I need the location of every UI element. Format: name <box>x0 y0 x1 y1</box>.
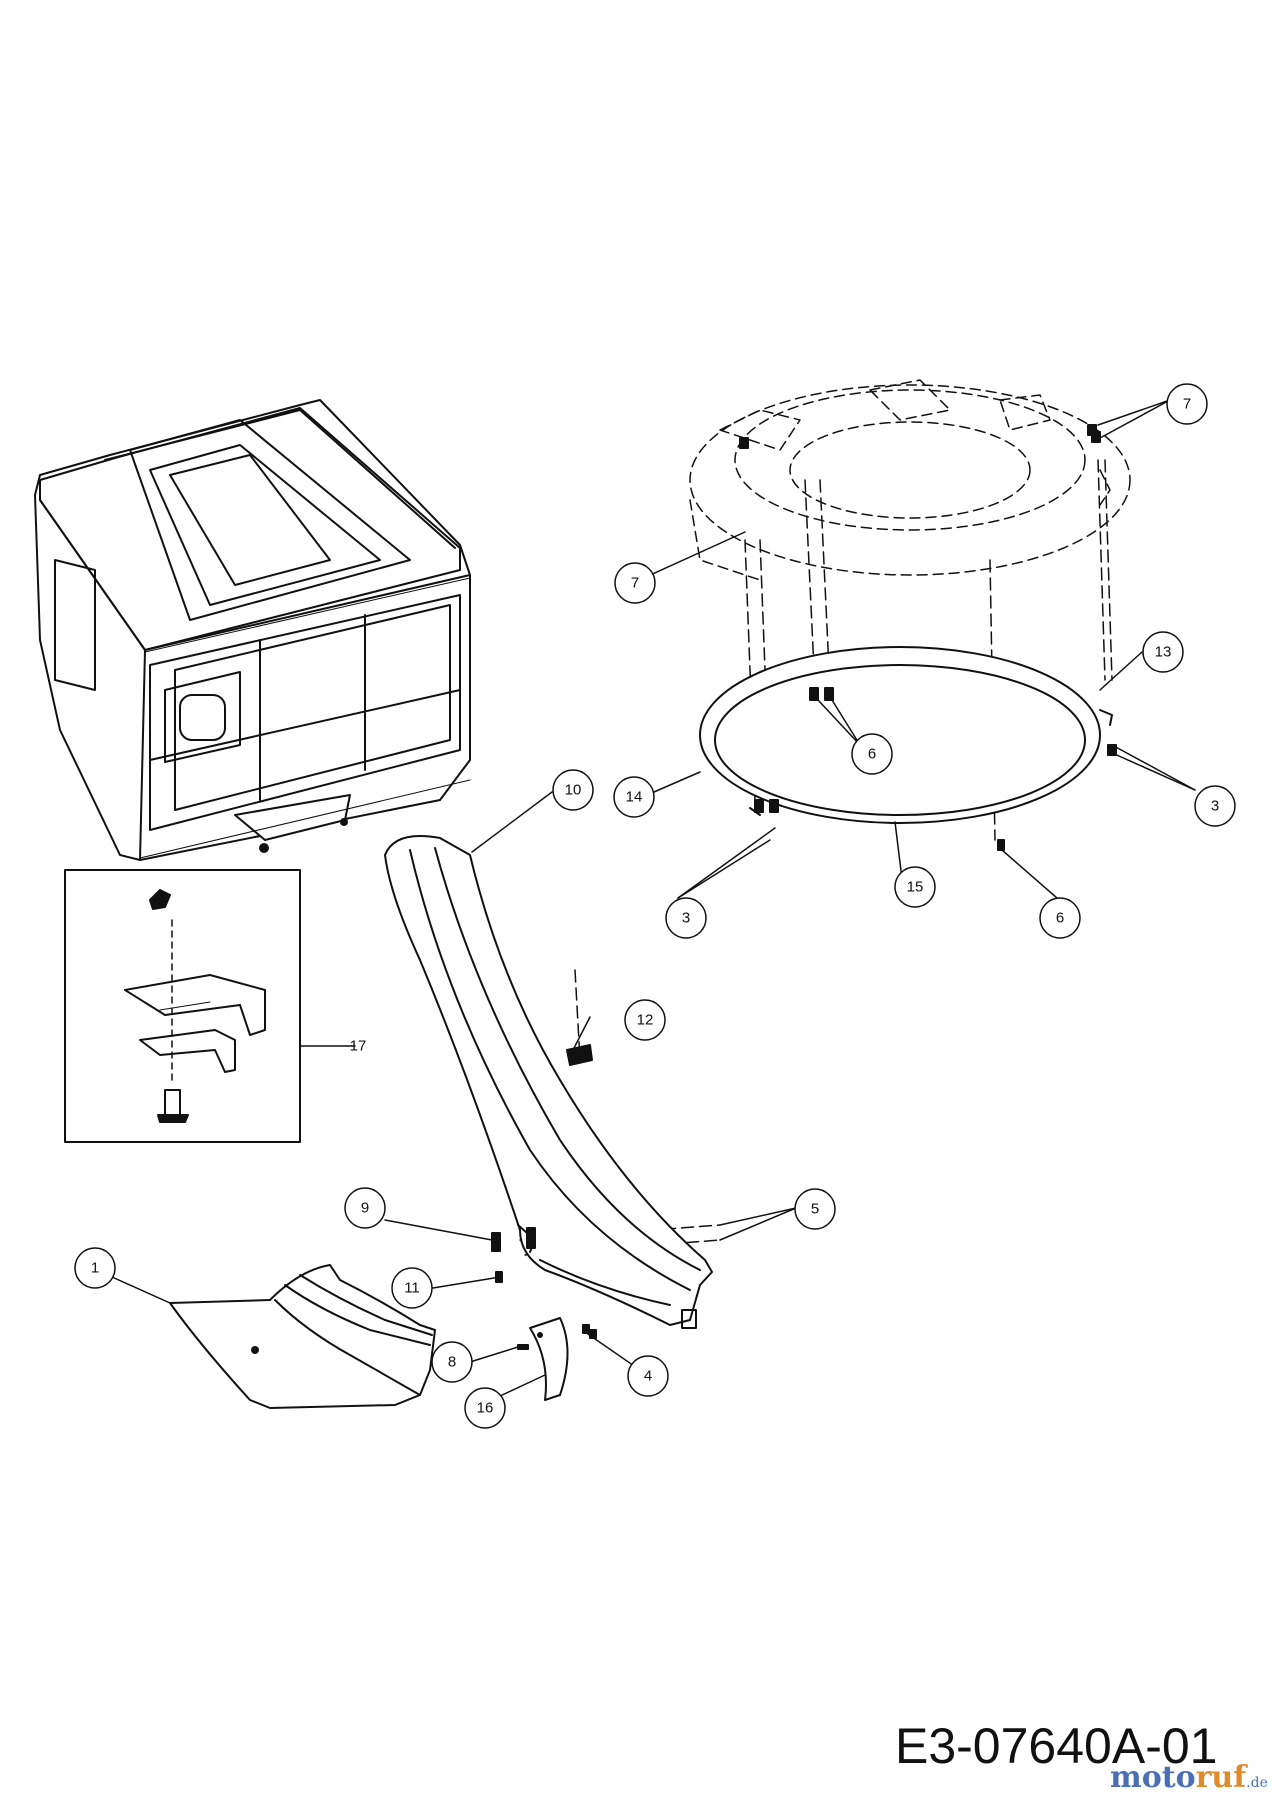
callout-12: 12 <box>637 1012 654 1029</box>
discharge-chute <box>384 835 713 1329</box>
site-watermark: motoruf.de <box>1110 1760 1268 1795</box>
watermark-tld: .de <box>1246 1775 1268 1791</box>
callout-circles <box>74 383 1236 1429</box>
chute-extension <box>169 1264 436 1409</box>
watermark-part1: moto <box>1110 1760 1196 1795</box>
watermark-part2: ruf <box>1195 1760 1247 1795</box>
mounting-ring <box>699 646 1113 824</box>
callout-5: 5 <box>811 1201 819 1218</box>
callout-4: 4 <box>644 1368 652 1385</box>
grass-catcher-bag <box>34 399 471 861</box>
part-17-inset-box <box>64 869 301 1143</box>
callout-3a: 3 <box>682 910 690 927</box>
callout-11: 11 <box>404 1280 420 1297</box>
callout-8: 8 <box>448 1354 456 1371</box>
callout-6a: 6 <box>868 746 876 763</box>
blower-housing-top <box>689 379 1131 581</box>
chute-bracket <box>529 1317 569 1401</box>
callout-16: 16 <box>477 1400 494 1417</box>
callout-leader-lines <box>111 399 1196 1397</box>
callout-7a: 7 <box>1183 396 1191 413</box>
callout-1: 1 <box>91 1260 99 1277</box>
callout-14: 14 <box>626 789 643 806</box>
callout-17: 17 <box>350 1038 367 1055</box>
callout-15: 15 <box>907 879 924 896</box>
callout-10: 10 <box>565 782 582 799</box>
callout-9: 9 <box>361 1200 369 1217</box>
callout-13: 13 <box>1155 644 1172 661</box>
assembly-guide-lines <box>519 459 1113 1256</box>
diagram-code: E3-07640A-01 <box>895 1718 1218 1774</box>
callout-3b: 3 <box>1211 798 1219 815</box>
callout-labels: 1 3 3 4 5 6 6 7 7 8 9 10 11 12 13 14 15 … <box>91 396 1219 1417</box>
callout-6b: 6 <box>1056 910 1064 927</box>
callout-7b: 7 <box>631 575 639 592</box>
